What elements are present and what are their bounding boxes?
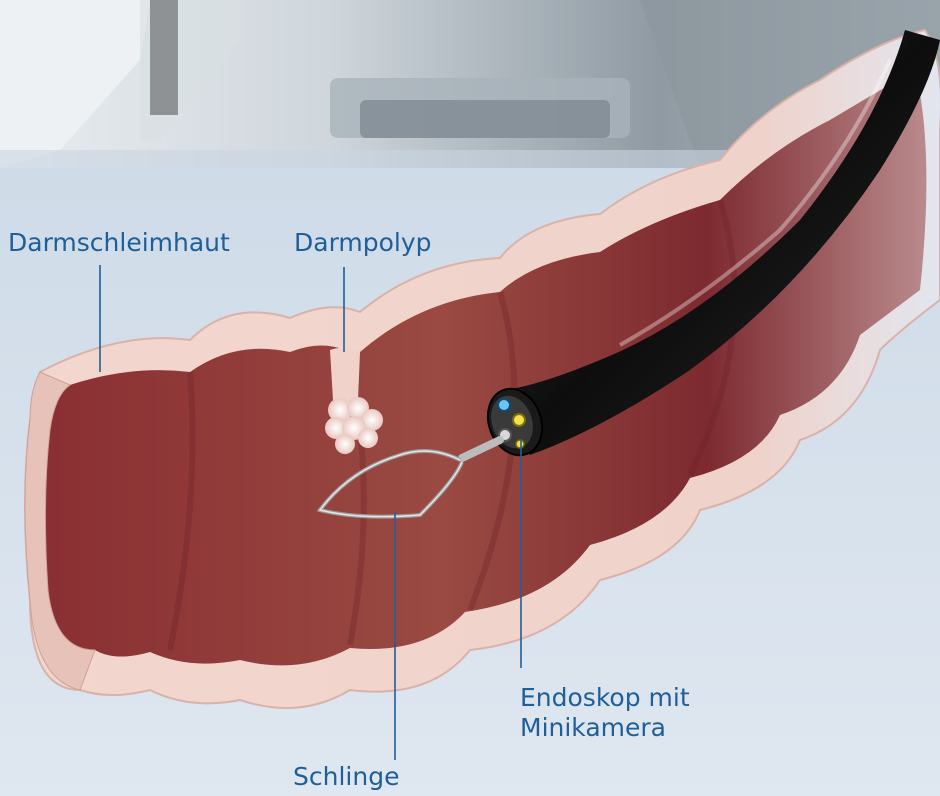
label-endoskop: Endoskop mit Minikamera [520,683,690,743]
label-schlinge: Schlinge [293,762,399,792]
label-darmpolyp: Darmpolyp [294,228,432,258]
label-endoskop-line1: Endoskop mit [520,683,690,713]
label-darmschleimhaut: Darmschleimhaut [8,228,230,258]
label-endoskop-line2: Minikamera [520,713,690,743]
